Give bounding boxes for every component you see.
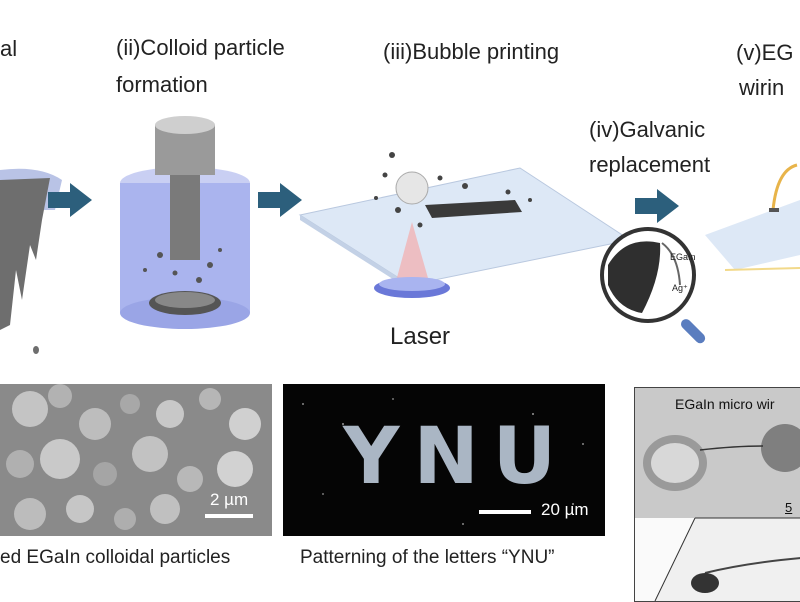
ynu-scalebar-label: 20 µm — [541, 500, 589, 519]
step1-label-fragment: al — [0, 36, 18, 61]
step2-label-line2: formation — [116, 72, 208, 97]
micro-wire-label: EGaIn micro wir — [675, 396, 775, 412]
process-arrow-2 — [258, 183, 302, 217]
ynu-letters: YNU — [343, 412, 571, 502]
process-arrow-3 — [635, 189, 679, 223]
bubble-printing-illustration — [298, 152, 632, 298]
liquid-metal-dripping-illustration — [0, 168, 62, 354]
magnifier-ag-label: Ag⁺ — [672, 283, 688, 293]
sem-particles-image — [0, 384, 272, 536]
step5-label-line2: wirin — [739, 75, 785, 100]
step5-label-line1: (v)EG — [736, 40, 794, 65]
sem-scalebar — [205, 514, 253, 518]
ynu-background-speckle — [302, 398, 584, 525]
ynu-caption: Patterning of the letters “YNU” — [300, 547, 555, 568]
micro-wire-panel: EGaIn micro wir 5 — [634, 387, 800, 602]
step3-label: (iii)Bubble printing — [383, 39, 560, 64]
sem-image-panel: 2 µm — [0, 384, 272, 536]
process-arrow-1 — [48, 183, 92, 217]
magnifier-illustration — [600, 227, 706, 344]
step4-label-line1: (iv)Galvanic — [589, 117, 706, 142]
sem-scalebar-label: 2 µm — [210, 490, 249, 509]
ynu-pattern-panel: YNU 20 µm — [283, 384, 605, 536]
sem-caption: ed EGaIn colloidal particles — [0, 547, 231, 568]
wiring-illustration — [705, 163, 800, 271]
step2-label-line1: (ii)Colloid particle — [116, 35, 285, 60]
magnifier-egain-label: EGaIn — [670, 252, 696, 262]
laser-label: Laser — [390, 323, 451, 350]
micro-wire-image — [635, 388, 800, 601]
sonication-vessel-illustration — [120, 116, 250, 329]
ynu-scalebar — [479, 510, 531, 514]
micro-wire-scale-fragment: 5 — [785, 500, 793, 515]
step4-label-line2: replacement — [589, 152, 711, 177]
